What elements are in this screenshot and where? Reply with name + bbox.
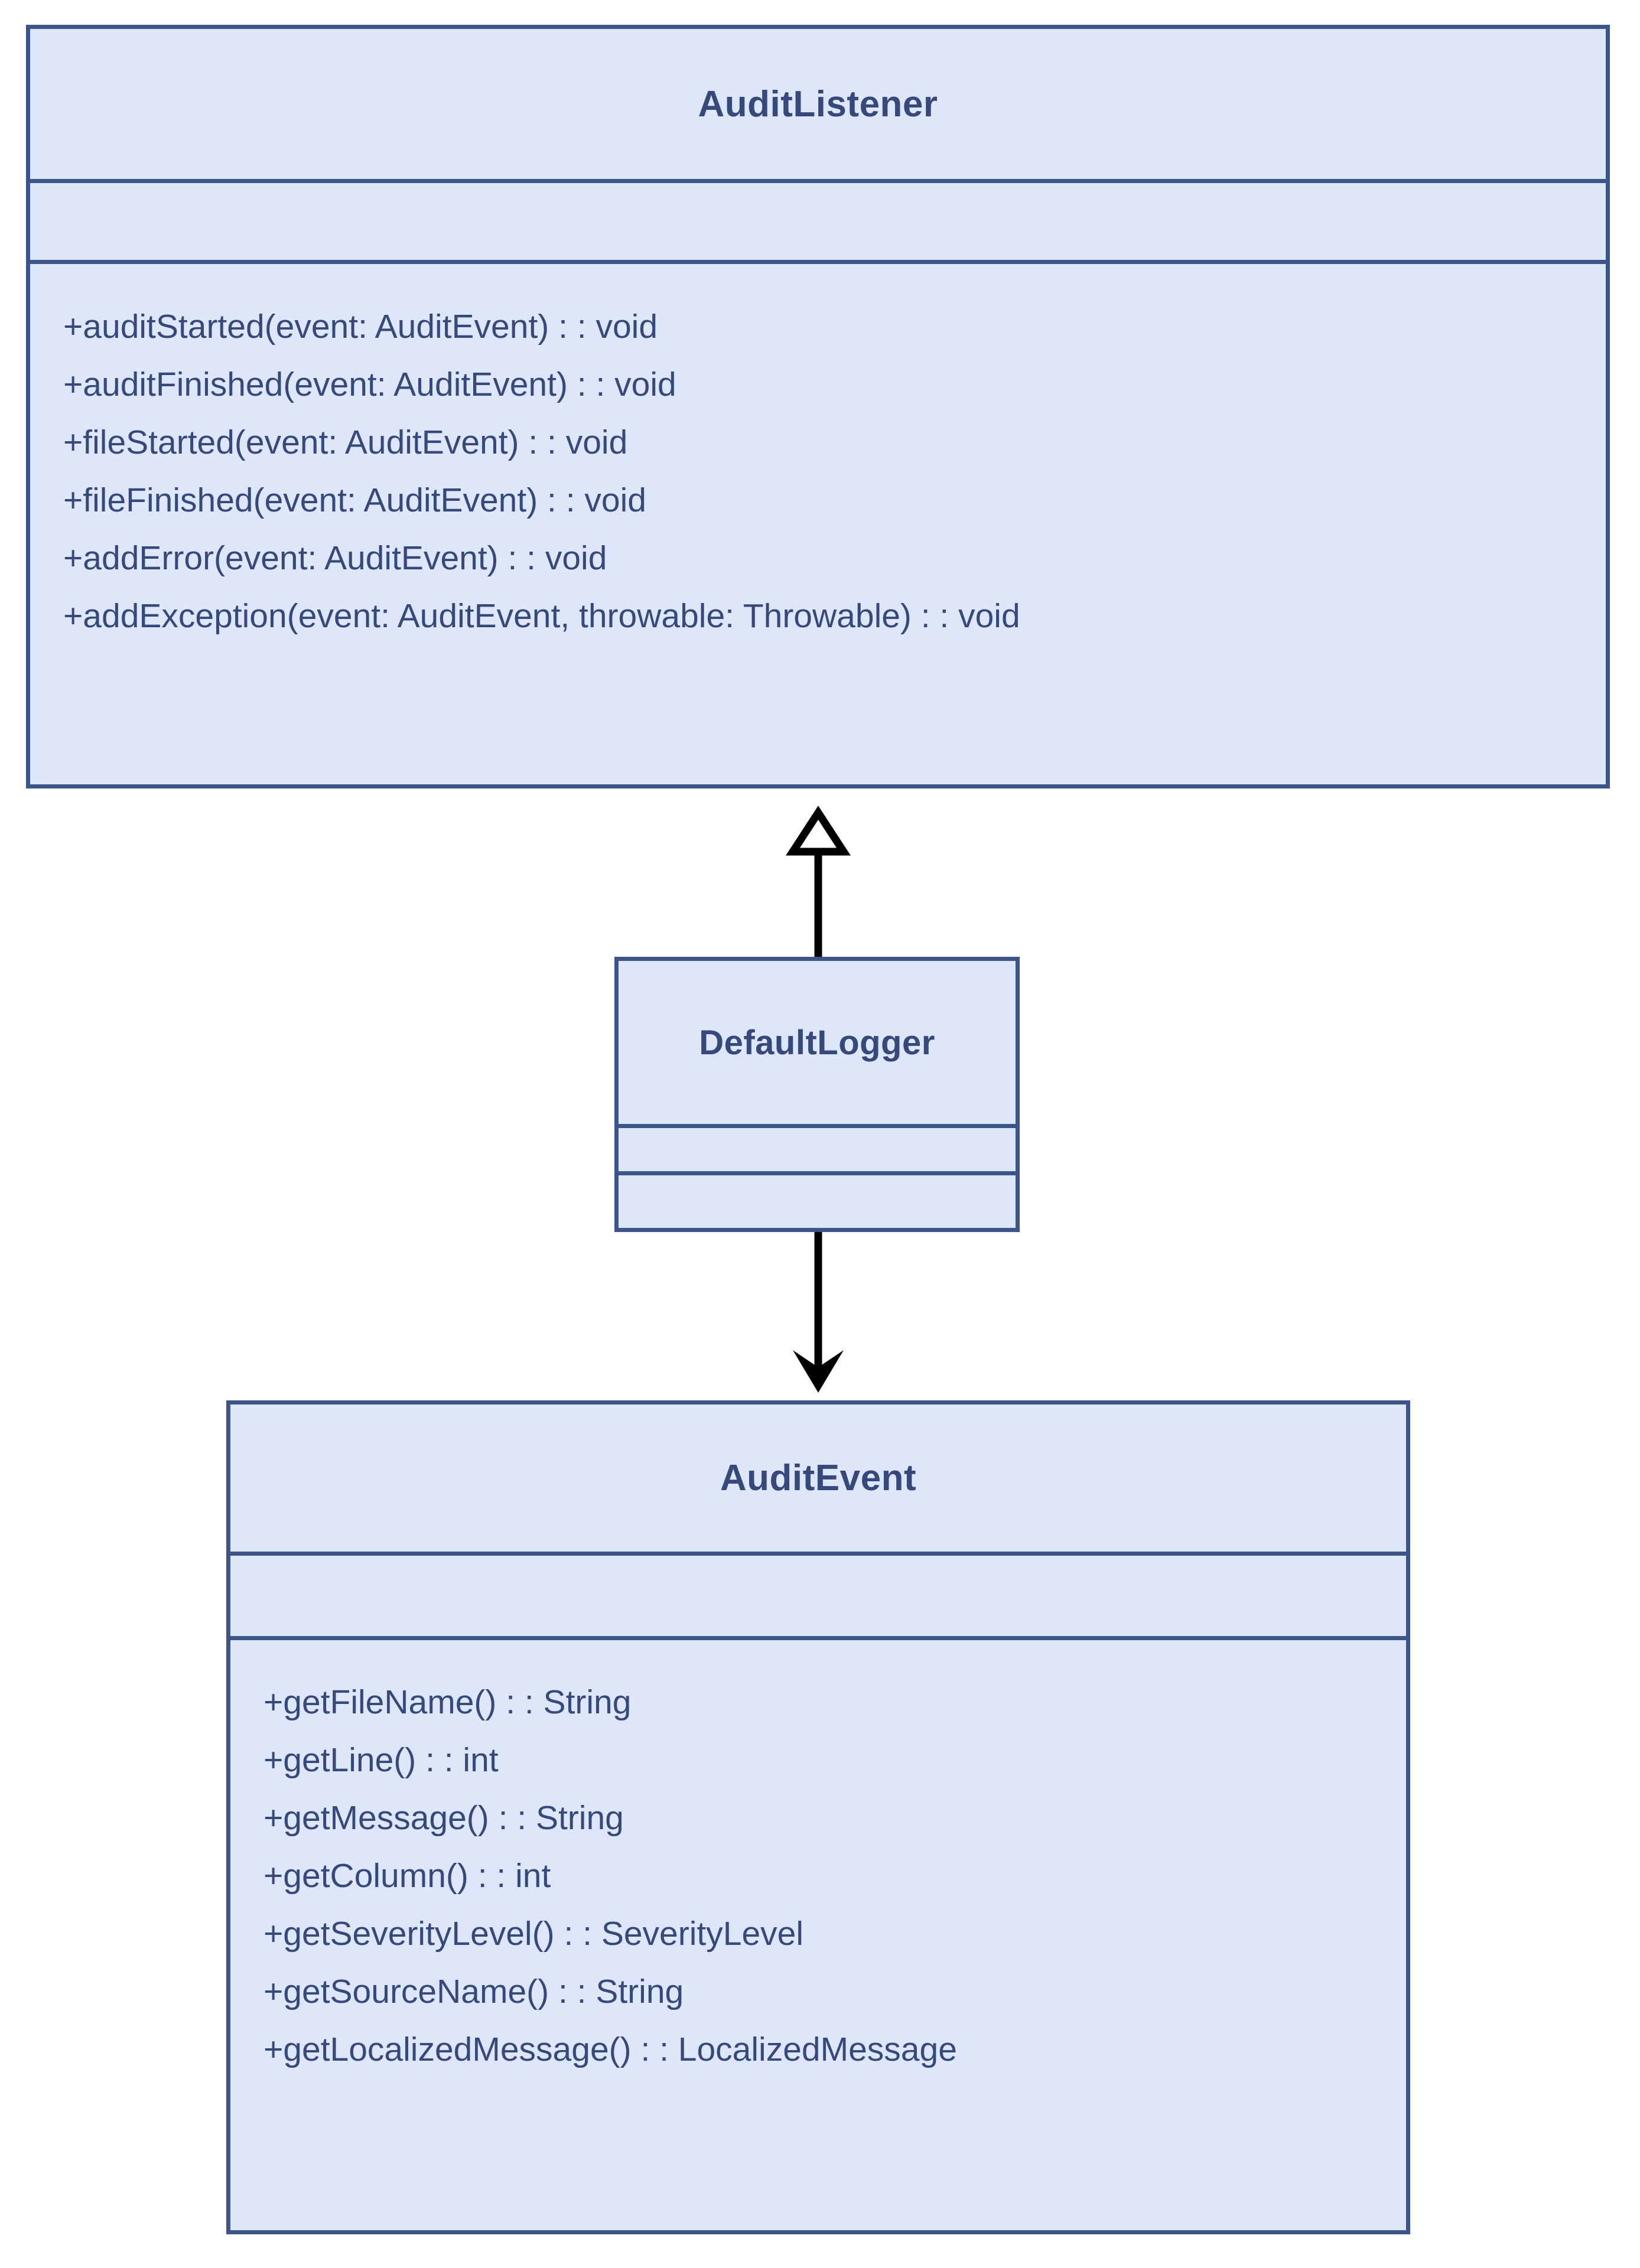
- class-box-auditlistener[interactable]: AuditListener +auditStarted(event: Audit…: [26, 25, 1610, 788]
- class-attributes-auditlistener: [30, 183, 1606, 264]
- connector-generalization-arrow: [786, 806, 851, 963]
- method-row: +fileStarted(event: AuditEvent) : : void: [63, 423, 628, 461]
- method-row: +getColumn() : : int: [263, 1857, 551, 1895]
- solid-arrowhead-icon: [793, 1350, 844, 1393]
- hollow-triangle-arrowhead-icon: [786, 806, 851, 856]
- method-row: +auditFinished(event: AuditEvent) : : vo…: [63, 366, 676, 403]
- class-methods-auditevent: +getFileName() : : String +getLine() : :…: [230, 1640, 1406, 2230]
- class-box-auditevent[interactable]: AuditEvent +getFileName() : : String +ge…: [226, 1400, 1410, 2234]
- method-row: +getSeverityLevel() : : SeverityLevel: [263, 1915, 804, 1953]
- class-attributes-auditevent: [230, 1556, 1406, 1640]
- method-row: +addError(event: AuditEvent) : : void: [63, 539, 607, 577]
- method-row: +getSourceName() : : String: [263, 1973, 684, 2010]
- class-title-auditevent: AuditEvent: [230, 1405, 1406, 1556]
- method-row: +getLocalizedMessage() : : LocalizedMess…: [263, 2031, 957, 2068]
- method-row: +auditStarted(event: AuditEvent) : : voi…: [63, 308, 658, 346]
- connector-dependency-arrow: [793, 1228, 844, 1393]
- class-title-defaultlogger: DefaultLogger: [619, 961, 1016, 1128]
- method-row: +addException(event: AuditEvent, throwab…: [63, 597, 1020, 635]
- method-row: +getLine() : : int: [263, 1741, 499, 1779]
- class-methods-defaultlogger: [619, 1175, 1016, 1228]
- class-methods-auditlistener: +auditStarted(event: AuditEvent) : : voi…: [30, 264, 1606, 784]
- method-row: +fileFinished(event: AuditEvent) : : voi…: [63, 481, 646, 519]
- class-box-defaultlogger[interactable]: DefaultLogger: [614, 957, 1020, 1232]
- class-attributes-defaultlogger: [619, 1128, 1016, 1175]
- method-row: +getMessage() : : String: [263, 1799, 624, 1837]
- method-row: +getFileName() : : String: [263, 1683, 632, 1721]
- class-title-auditlistener: AuditListener: [30, 29, 1606, 183]
